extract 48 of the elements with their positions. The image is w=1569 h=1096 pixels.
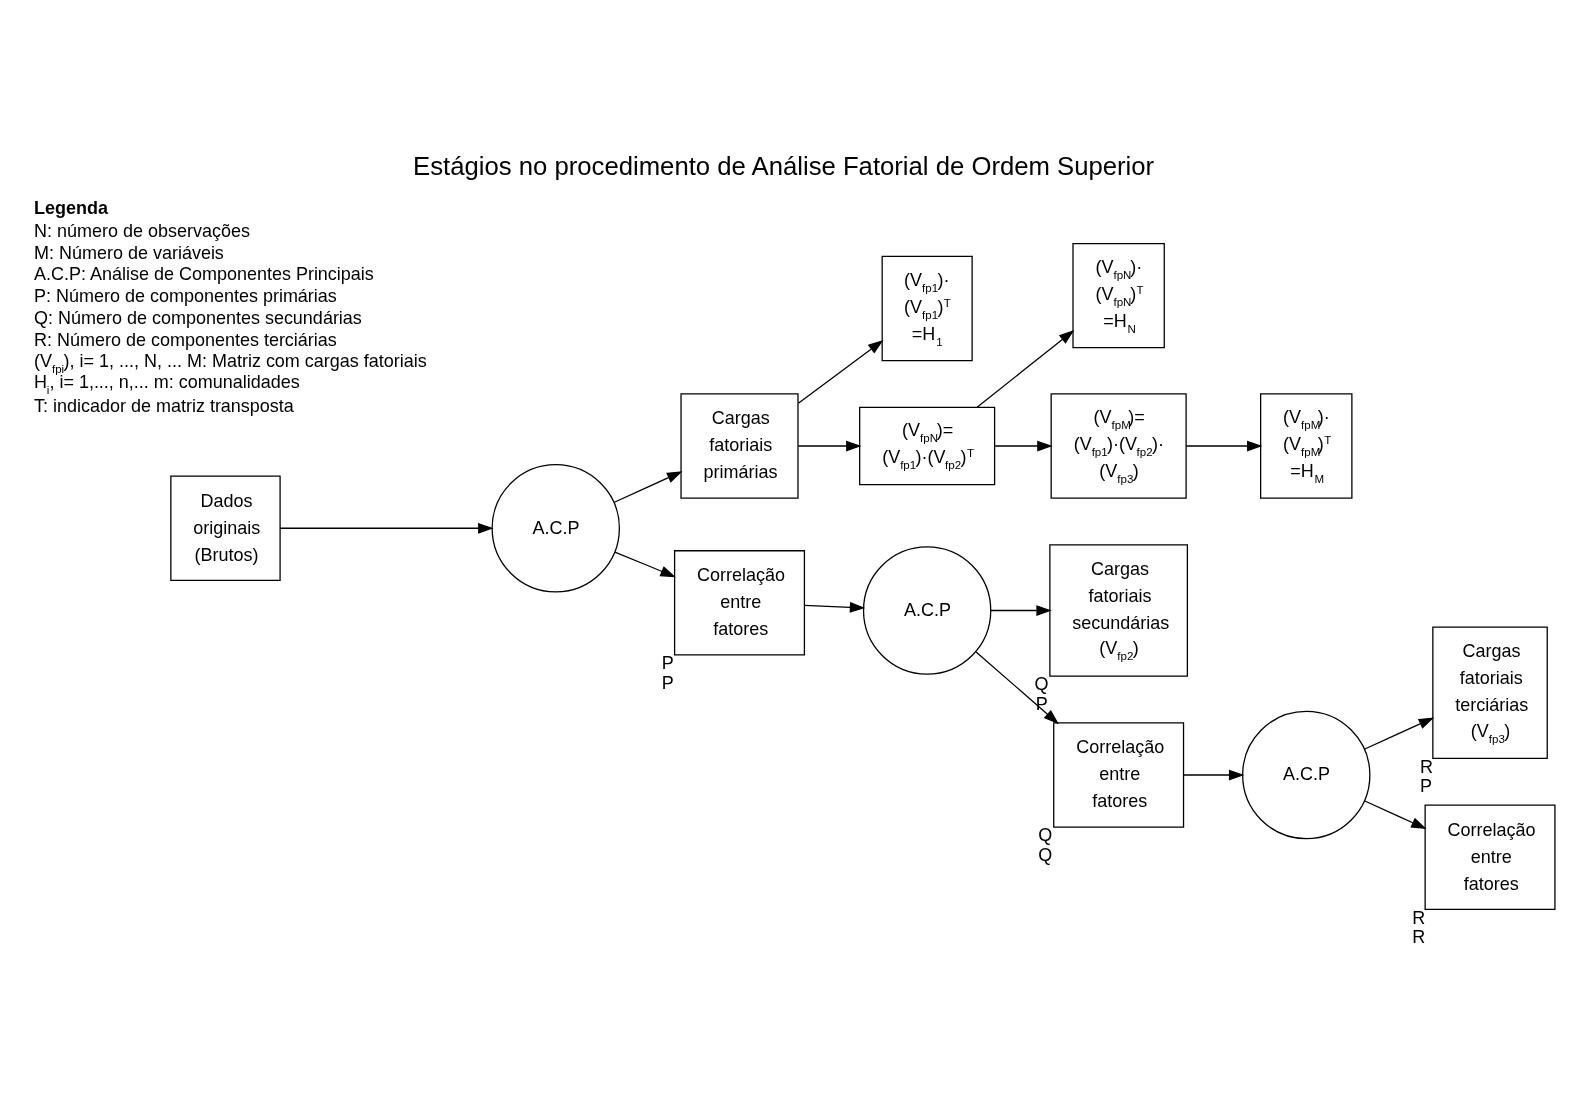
- node-label: R: [1412, 907, 1426, 928]
- node-label: R: [1412, 926, 1426, 947]
- node-box: Cargas fatoriais terciárias (V$_{fp3}$): [1432, 626, 1548, 759]
- label: M: Número de variáveis: [33, 242, 224, 263]
- arrow: [803, 601, 866, 613]
- node-box: (V$_{fpN}$)· (V$_{fpN}$)$^{T}$ =H$_{N}$: [1072, 242, 1165, 348]
- node-box: Cargas fatoriais secundárias (V$_{fp2}$): [1049, 543, 1189, 677]
- arrow: [976, 329, 1075, 408]
- node-box: (V$_{fpM}$)· (V$_{fpM}$)$^{T}$ =H$_{M}$: [1260, 392, 1353, 499]
- node-label: Q: [1034, 673, 1049, 694]
- node-label: Q: [1038, 824, 1053, 845]
- arrow: [994, 440, 1053, 451]
- arrow: [1185, 440, 1263, 451]
- node-circle: A.C.P: [1242, 710, 1371, 839]
- arrow: [279, 522, 494, 534]
- node-circle: A.C.P: [862, 545, 992, 675]
- node-label: R: [1420, 756, 1433, 777]
- node-box: Correlação entre fatores: [1053, 721, 1185, 828]
- label: T: indicador de matriz transposta: [33, 395, 294, 416]
- arrow: [1364, 717, 1435, 750]
- label: Q: Número de componentes secundárias: [33, 307, 362, 328]
- node-label: P: [1420, 775, 1432, 796]
- label: R: Número de componentes terciárias: [33, 329, 337, 350]
- node-box: Cargas fatoriais primárias: [680, 392, 799, 499]
- node-label: Q: [1038, 844, 1053, 865]
- diagram-title: Estágios no procedimento de Análise Fatorial de Ordem Superior: [413, 151, 1155, 180]
- label: N: número de observações: [33, 220, 250, 241]
- node-label: P: [661, 672, 674, 693]
- node-box: (V$_{fpM}$)= (V$_{fp1}$)·(V$_{fp2}$)· (V$_{fp3}$): [1050, 392, 1187, 499]
- node-box: Correlação entre fatores: [673, 549, 806, 655]
- arrow: [613, 470, 683, 503]
- arrow: [797, 339, 884, 404]
- node-box: (V$_{fpN}$)= (V$_{fp1}$)·(V$_{fp2}$)$^{T}$: [859, 406, 996, 485]
- node-box: (V$_{fp1}$)· (V$_{fp1}$)$^{T}$ =H$_{1}$: [881, 255, 973, 361]
- arrow: [614, 550, 676, 577]
- arrow: [975, 650, 1059, 724]
- arrow: [1182, 769, 1245, 780]
- node-label: P: [661, 652, 674, 673]
- node-box: Correlação entre fatores: [1424, 804, 1556, 910]
- arrow: [1364, 799, 1427, 829]
- arrow: [990, 604, 1052, 616]
- node-box: Dados originais (Brutos): [170, 475, 281, 581]
- label: A.C.P: Análise de Componentes Principais: [33, 263, 374, 284]
- node-label: P: [1035, 693, 1048, 714]
- label: Legenda: [33, 197, 108, 218]
- arrow: [797, 440, 862, 451]
- label: P: Número de componentes primárias: [33, 285, 337, 306]
- node-circle: A.C.P: [491, 463, 620, 592]
